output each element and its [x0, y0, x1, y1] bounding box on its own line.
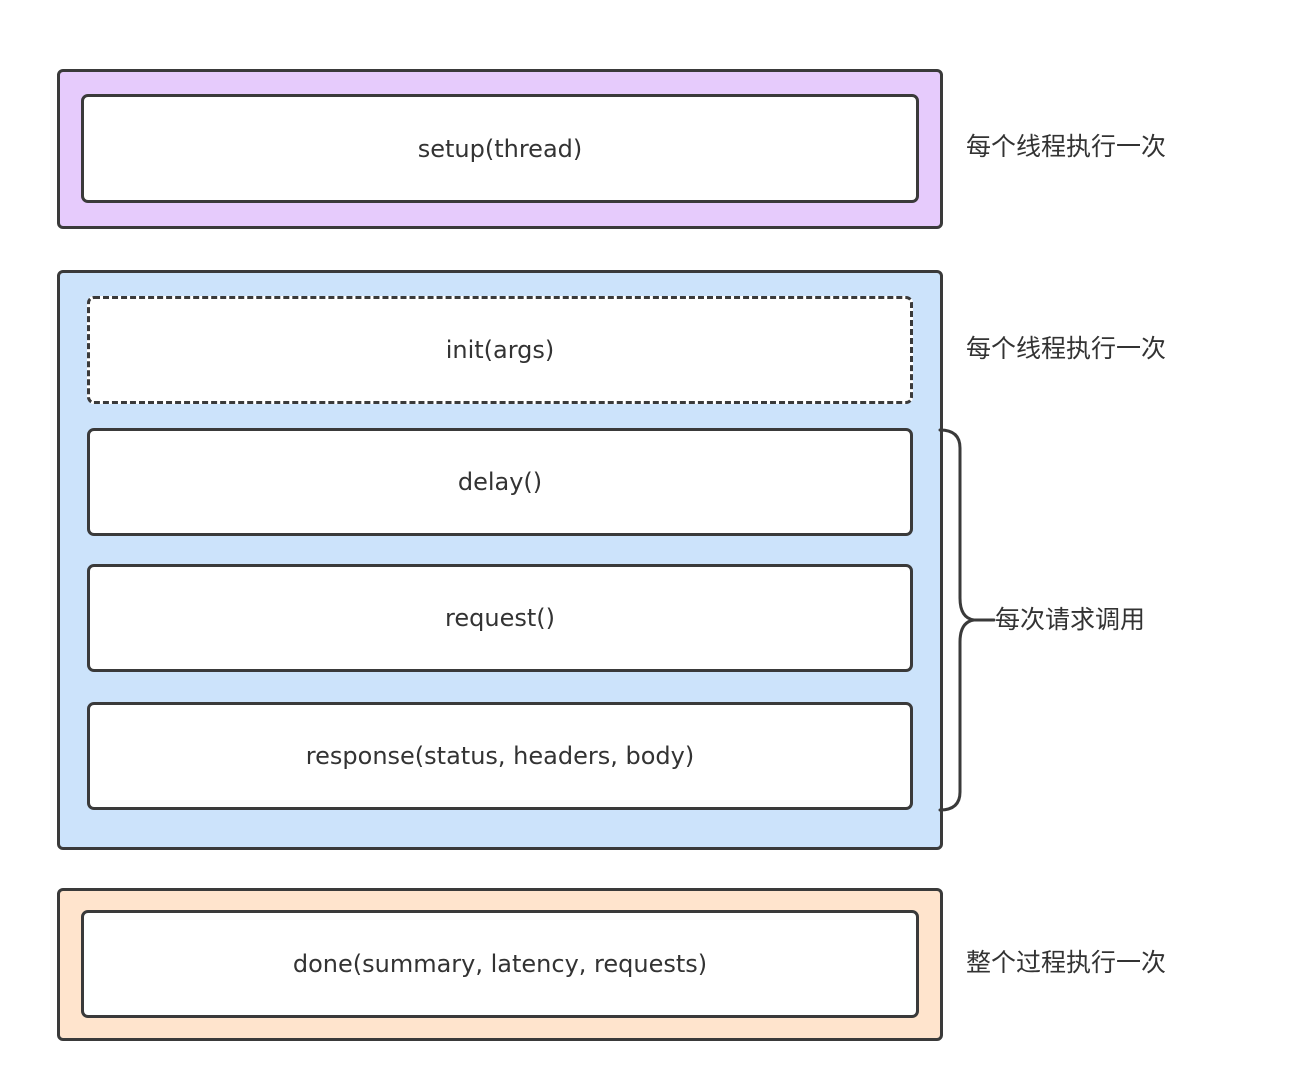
per-request-brace — [938, 428, 996, 812]
done-note: 整个过程执行一次 — [966, 948, 1167, 977]
delay-box-label: delay() — [457, 468, 543, 496]
init-note: 每个线程执行一次 — [966, 334, 1167, 363]
request-box-label: request() — [445, 604, 555, 632]
init-box-label: init(args) — [445, 336, 555, 364]
done-box-label: done(summary, latency, requests) — [292, 950, 708, 978]
response-box-label: response(status, headers, body) — [305, 742, 695, 770]
per-request-note: 每次请求调用 — [995, 605, 1146, 634]
setup-box: setup(thread) — [81, 94, 919, 203]
delay-box: delay() — [87, 428, 913, 536]
request-box: request() — [87, 564, 913, 672]
setup-note: 每个线程执行一次 — [966, 132, 1167, 161]
init-box: init(args) — [87, 296, 913, 404]
response-box: response(status, headers, body) — [87, 702, 913, 810]
setup-box-label: setup(thread) — [417, 134, 583, 163]
done-box: done(summary, latency, requests) — [81, 910, 919, 1018]
